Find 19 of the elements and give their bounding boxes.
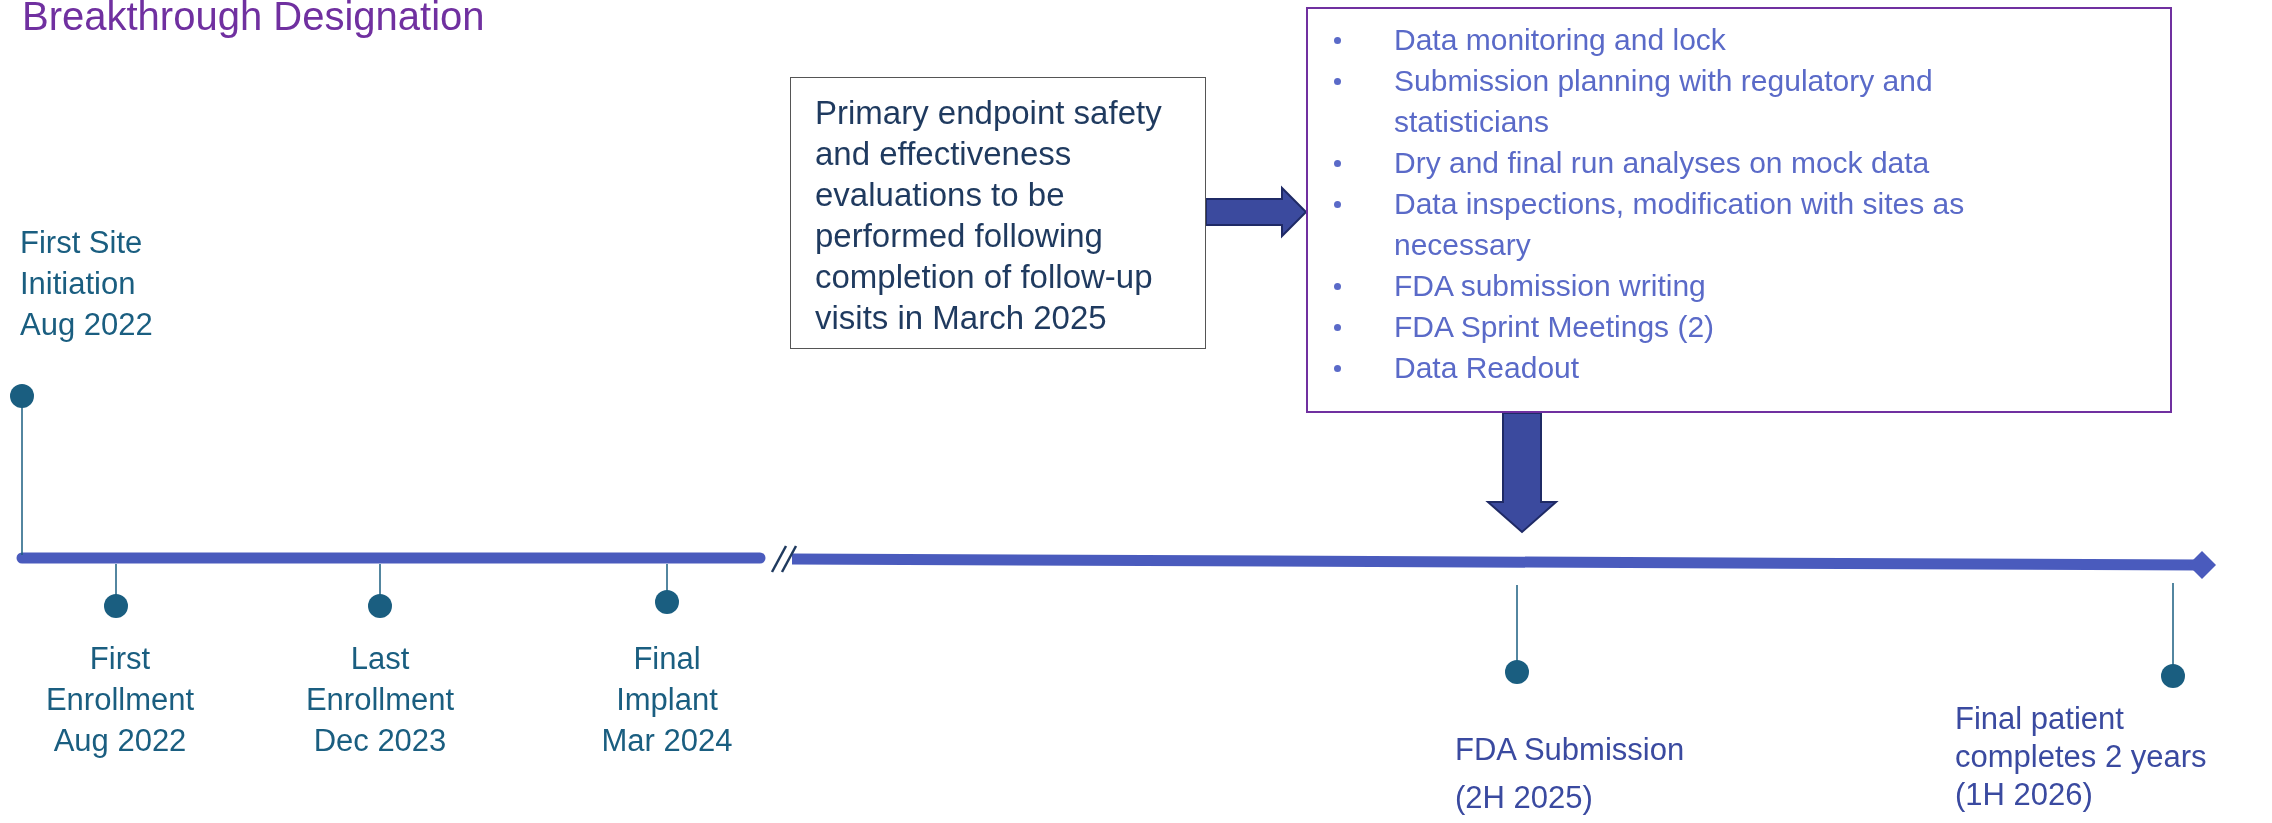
bullet-item: Data Readout xyxy=(1394,351,1580,384)
milestone-label: Final patient completes 2 years (1H 2026) xyxy=(1955,700,2208,814)
bullet-item: Submission planning with regulatory and statisticians xyxy=(1394,64,1933,138)
bullet-item: FDA submission writing xyxy=(1394,269,1706,302)
note-text: Primary endpoint safety and effectiveness evaluations to be performed following completion of follow-up visits in March 2025 xyxy=(815,93,1163,338)
title: Breakthrough Designation xyxy=(22,0,485,39)
block-arrow xyxy=(1485,412,1559,534)
milestone-label: Last Enrollment Dec 2023 xyxy=(304,640,456,760)
note-box xyxy=(790,77,1206,349)
bullet-item: Dry and final run analyses on mock data xyxy=(1394,146,1930,179)
milestone-label: FDA Submission (2H 2025) xyxy=(1455,731,1686,817)
milestone-label: Final Implant Mar 2024 xyxy=(600,640,734,760)
bullet-item: FDA Sprint Meetings (2) xyxy=(1394,310,1715,343)
bullet-item: Data inspections, modification with sites as necessary xyxy=(1394,187,1965,261)
milestone-label: First Enrollment Aug 2022 xyxy=(44,640,196,760)
bullet-item: Data monitoring and lock xyxy=(1394,23,1726,56)
block-arrow xyxy=(1205,185,1308,239)
task-list-box xyxy=(1306,7,2172,413)
milestone-label: First Site Initiation Aug 2022 xyxy=(20,224,154,344)
